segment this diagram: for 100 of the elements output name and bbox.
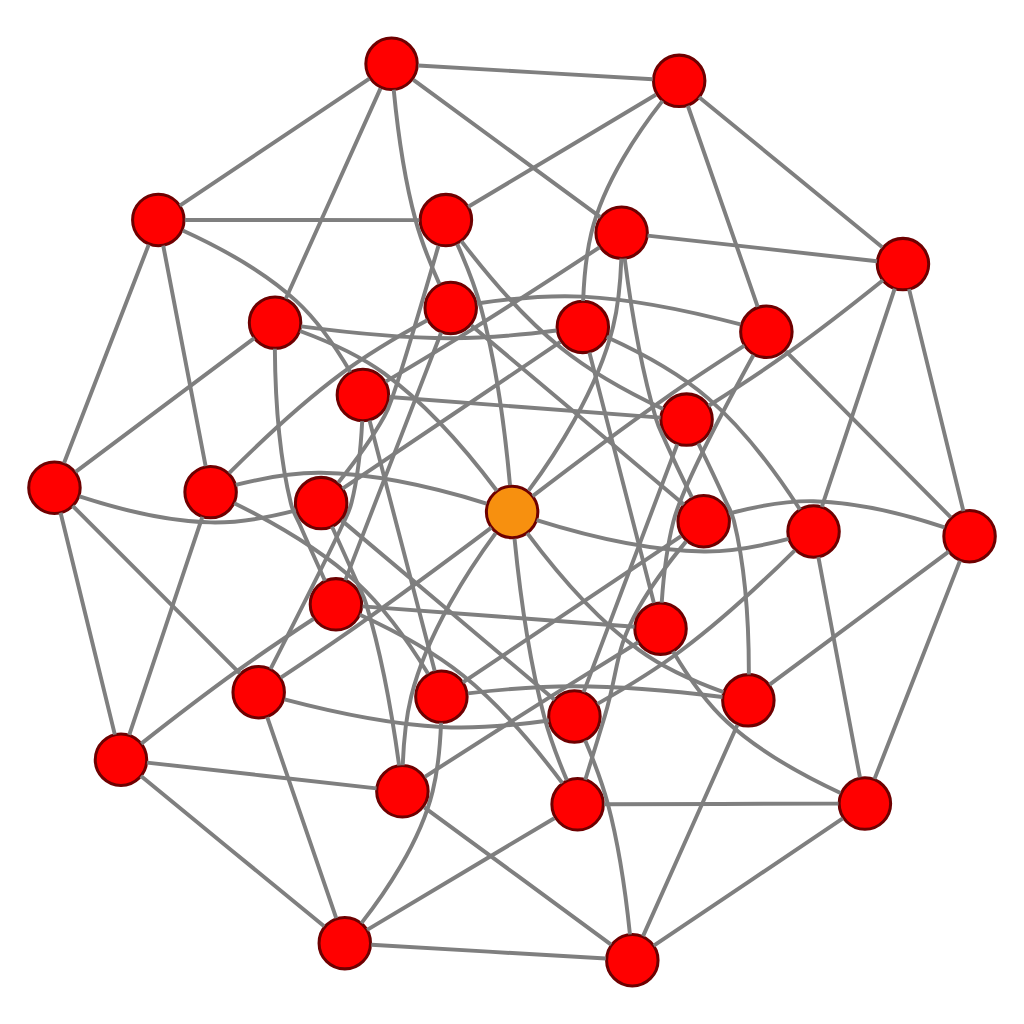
connector	[343, 331, 444, 581]
connector	[467, 93, 657, 209]
connector	[685, 105, 760, 308]
connector	[146, 760, 377, 791]
connector	[62, 243, 151, 464]
node-circle	[942, 509, 997, 564]
connector	[268, 420, 365, 670]
node-circle	[739, 304, 794, 359]
connector	[359, 722, 444, 925]
connector	[604, 801, 839, 807]
node-circle	[418, 192, 474, 248]
connector	[728, 499, 946, 530]
connector	[330, 525, 402, 766]
node-circle	[364, 36, 419, 92]
connector	[178, 77, 371, 208]
connector	[412, 78, 602, 219]
connector	[583, 739, 632, 935]
connector	[283, 697, 550, 730]
connector	[652, 816, 844, 948]
connector	[366, 816, 556, 932]
connector	[140, 617, 315, 746]
connector	[581, 443, 680, 693]
connector	[272, 348, 327, 582]
connector	[583, 540, 688, 781]
node-circle	[484, 484, 540, 540]
connector	[161, 245, 208, 467]
connector	[265, 716, 339, 919]
node-circle	[837, 776, 893, 831]
node-circle	[676, 493, 731, 549]
node-circle	[605, 932, 660, 988]
connector	[423, 805, 613, 947]
connector	[647, 233, 878, 264]
connector	[671, 650, 842, 795]
connector	[531, 344, 746, 498]
node-circle	[27, 460, 82, 515]
connector	[300, 324, 557, 341]
connector	[362, 604, 635, 629]
connector	[461, 534, 683, 684]
connector	[707, 278, 885, 408]
connector	[459, 239, 664, 411]
connector	[384, 245, 601, 384]
node-circle	[247, 295, 303, 350]
node-circle	[231, 664, 286, 720]
connector	[622, 258, 694, 499]
connector	[907, 288, 966, 512]
connector	[768, 550, 950, 687]
node-circle	[651, 53, 707, 109]
connector	[816, 556, 862, 778]
node-circle	[786, 504, 841, 559]
connector	[336, 245, 441, 484]
node-circle	[659, 392, 714, 447]
connector	[391, 89, 442, 285]
node-circle	[93, 732, 149, 787]
connector	[74, 336, 256, 474]
connector	[527, 258, 624, 492]
node-circle	[183, 464, 238, 520]
connector	[469, 323, 686, 506]
connector	[696, 442, 751, 675]
node-circle	[317, 915, 373, 971]
node-circle	[423, 280, 478, 336]
connector	[340, 518, 556, 702]
node-circle	[547, 689, 602, 744]
connector	[227, 318, 429, 475]
node-circle	[335, 367, 391, 423]
connector	[659, 354, 756, 603]
connector	[371, 942, 606, 961]
connector	[605, 335, 802, 511]
node-circle	[308, 577, 364, 632]
connector	[279, 526, 493, 680]
connector	[181, 228, 353, 374]
connector	[784, 349, 953, 519]
connector	[525, 531, 725, 694]
node-circle	[550, 777, 605, 832]
node-circle	[414, 669, 469, 724]
connector	[641, 724, 740, 937]
node-circle	[875, 236, 931, 292]
connector	[127, 516, 205, 736]
connector	[476, 294, 741, 327]
connector	[697, 95, 884, 249]
connector	[233, 501, 430, 675]
connector	[400, 532, 498, 766]
connector	[455, 243, 512, 486]
connector	[587, 352, 656, 604]
node-circle	[594, 205, 649, 260]
node-circle	[721, 673, 776, 728]
node-circle	[555, 299, 611, 355]
connector	[58, 512, 117, 736]
connector	[581, 99, 665, 302]
connector	[872, 560, 962, 780]
node-circle	[633, 601, 688, 656]
connector	[467, 684, 723, 699]
connector	[359, 613, 564, 785]
connector	[512, 538, 569, 781]
connector	[536, 518, 790, 554]
node-circle	[131, 192, 186, 248]
connector	[819, 288, 897, 508]
connector	[78, 494, 297, 525]
connector	[389, 395, 661, 420]
connector	[418, 63, 653, 82]
connector	[71, 504, 242, 675]
